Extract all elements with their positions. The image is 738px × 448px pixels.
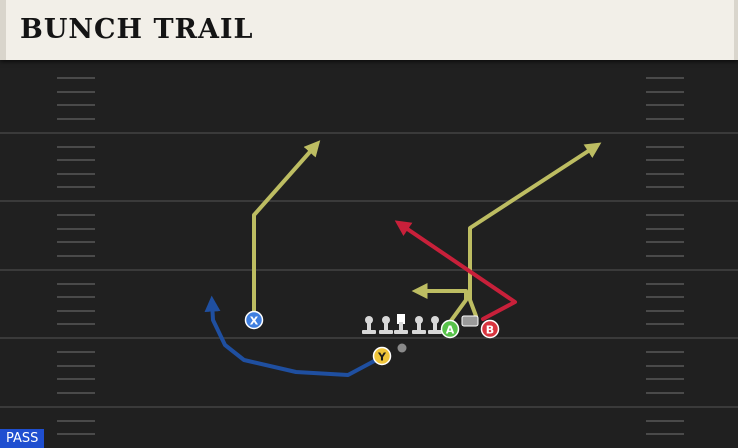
receiver-y-label: Y [377, 351, 387, 364]
center-snapper [394, 314, 408, 334]
receiver-y[interactable]: Y [372, 346, 392, 366]
route-rb-option [394, 220, 517, 321]
lineman-rg [412, 316, 426, 334]
header-accent-left [0, 0, 6, 60]
route-x-post [252, 140, 321, 316]
lineman-rt [428, 316, 442, 334]
lineman-lg [379, 316, 393, 334]
route-b-corner [468, 142, 602, 318]
rb-tag-icon [461, 315, 479, 327]
play-header: BUNCH TRAIL [0, 0, 738, 60]
routes [204, 140, 602, 377]
play-field: X A B Y [0, 77, 738, 435]
receiver-b[interactable]: B [480, 319, 500, 339]
hash-marks-left [57, 77, 95, 435]
header-accent-right [734, 0, 738, 60]
receiver-a-label: A [446, 324, 455, 337]
route-y-wheel [204, 295, 380, 377]
route-a-flat [411, 283, 468, 324]
receiver-x-label: X [250, 315, 259, 328]
quarterback-marker [397, 343, 407, 353]
play-type-badge: PASS [0, 429, 45, 448]
receiver-x[interactable]: X [244, 310, 264, 330]
offensive-line [362, 314, 442, 334]
hash-marks-right [646, 77, 684, 435]
lineman-lt [362, 316, 376, 334]
yard-lines [0, 132, 738, 408]
play-title: BUNCH TRAIL [20, 14, 254, 45]
receiver-a[interactable]: A [440, 319, 460, 339]
receiver-b-label: B [486, 324, 494, 337]
